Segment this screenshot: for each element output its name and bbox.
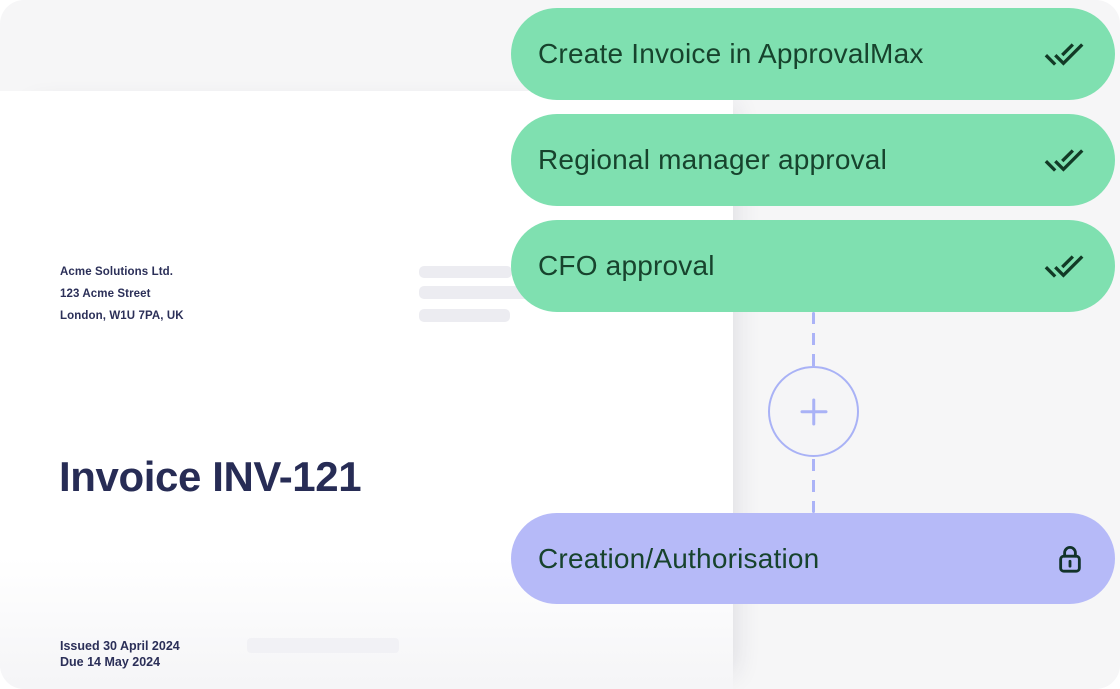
lock-icon	[1053, 541, 1087, 577]
double-check-icon	[1041, 34, 1087, 74]
plus-icon	[811, 398, 816, 425]
workflow-step-cfo-approval[interactable]: CFO approval	[511, 220, 1115, 312]
workflow-step-create-invoice[interactable]: Create Invoice in ApprovalMax	[511, 8, 1115, 100]
double-check-icon	[1041, 140, 1087, 180]
placeholder-bar	[419, 266, 512, 278]
placeholder-bar	[419, 309, 510, 322]
workflow-stage-label: Creation/Authorisation	[538, 542, 820, 574]
workflow-step-label: CFO approval	[538, 250, 715, 281]
invoice-address-block: Acme Solutions Ltd. 123 Acme Street Lond…	[60, 261, 184, 327]
workflow-step-label: Create Invoice in ApprovalMax	[538, 38, 924, 69]
invoice-address-line-2: London, W1U 7PA, UK	[60, 310, 184, 322]
workflow-stage-creation-authorisation[interactable]: Creation/Authorisation	[511, 513, 1115, 604]
add-step-button[interactable]	[768, 366, 859, 457]
placeholder-bar	[419, 286, 545, 299]
invoice-title: Invoice INV-121	[59, 453, 362, 500]
workflow-step-regional-manager-approval[interactable]: Regional manager approval	[511, 114, 1115, 206]
placeholder-bar	[247, 638, 399, 653]
workflow-step-label: Regional manager approval	[538, 144, 887, 175]
double-check-icon	[1041, 246, 1087, 286]
invoice-dates-block: Issued 30 April 2024 Due 14 May 2024	[60, 638, 180, 670]
invoice-issued-date: Issued 30 April 2024	[60, 639, 180, 653]
invoice-address-line-1: 123 Acme Street	[60, 288, 151, 300]
invoice-company-name: Acme Solutions Ltd.	[60, 266, 174, 278]
invoice-due-date: Due 14 May 2024	[60, 655, 161, 669]
